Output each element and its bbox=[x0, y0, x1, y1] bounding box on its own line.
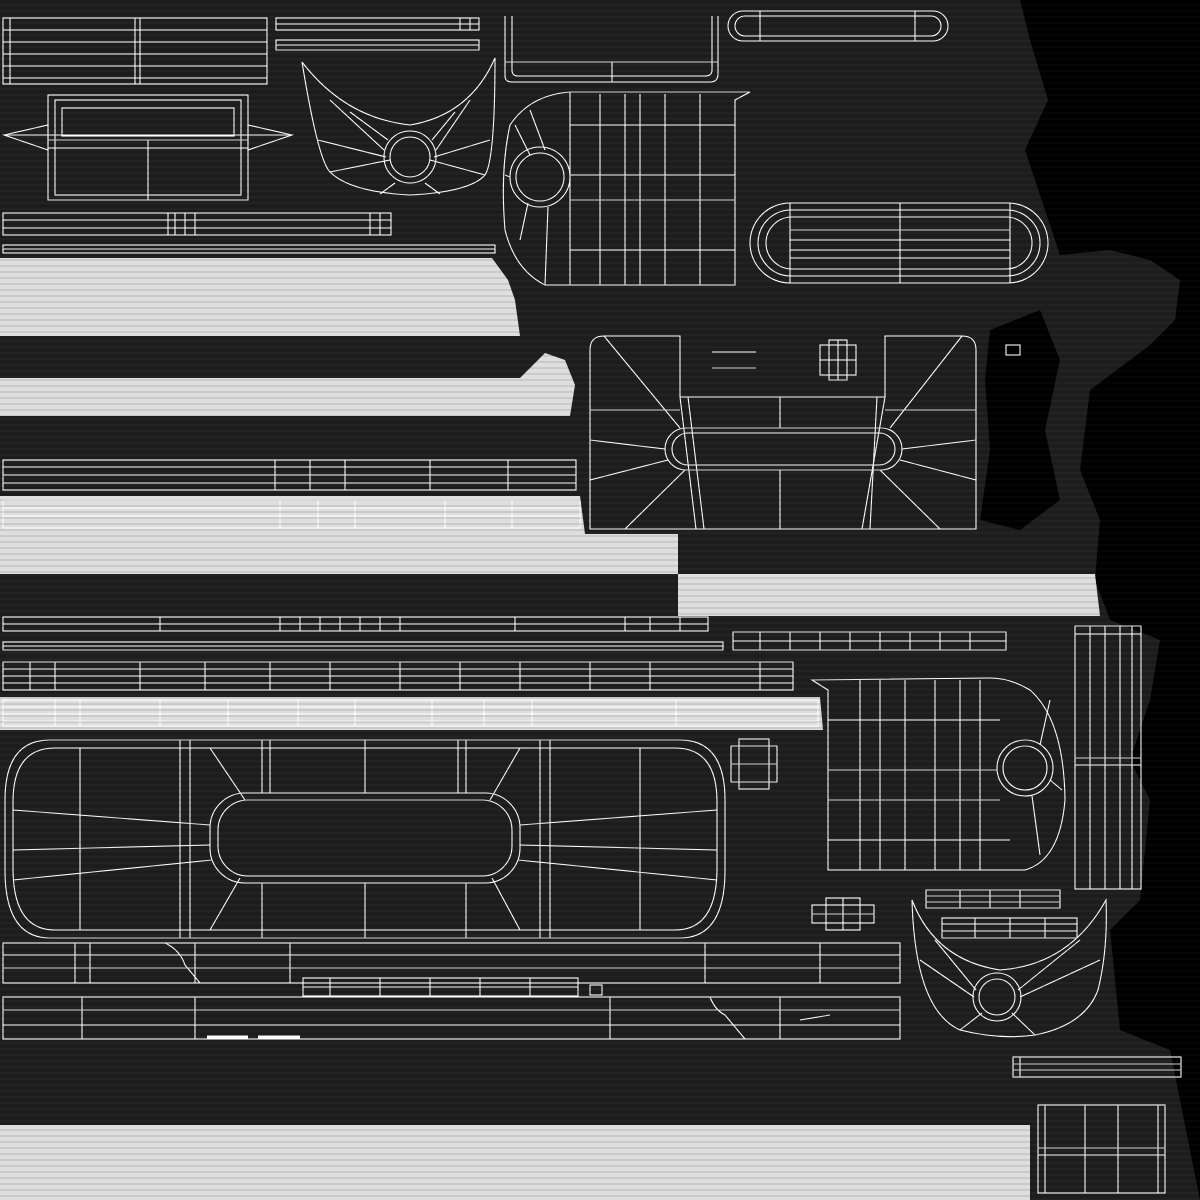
texture-grain-overlay bbox=[0, 0, 1200, 1200]
uv-texture-map bbox=[0, 0, 1200, 1200]
